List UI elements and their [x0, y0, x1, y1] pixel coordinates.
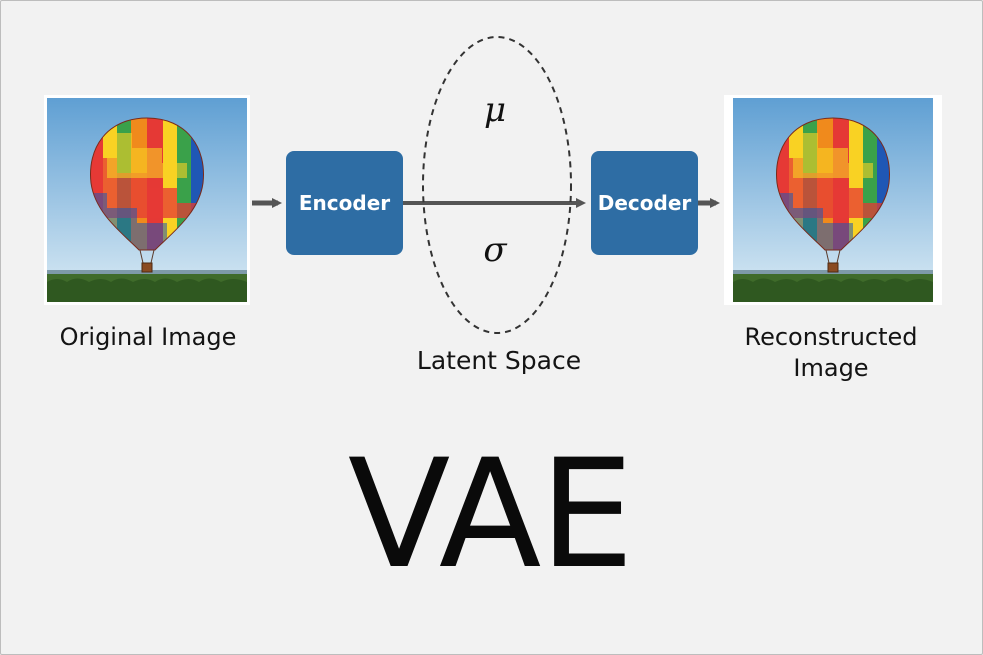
latent-space-ellipse [422, 36, 572, 334]
original-image-caption: Original Image [59, 323, 237, 351]
original-image [44, 95, 250, 305]
decoder-label: Decoder [597, 191, 692, 215]
decoder-block [591, 151, 698, 255]
diagram-title: VAE [347, 428, 634, 602]
reconstructed-image-caption: Reconstructed Image [700, 322, 962, 384]
std-symbol: σ [483, 230, 507, 270]
reconstructed-caption-line1: Reconstructed [744, 323, 918, 351]
reconstructed-caption-line2: Image [793, 354, 869, 382]
reconstructed-image [724, 95, 942, 305]
mean-symbol: μ [483, 90, 507, 130]
latent-space-label: Latent Space [416, 346, 582, 375]
encoder-block [286, 151, 403, 255]
encoder-label: Encoder [298, 191, 391, 215]
